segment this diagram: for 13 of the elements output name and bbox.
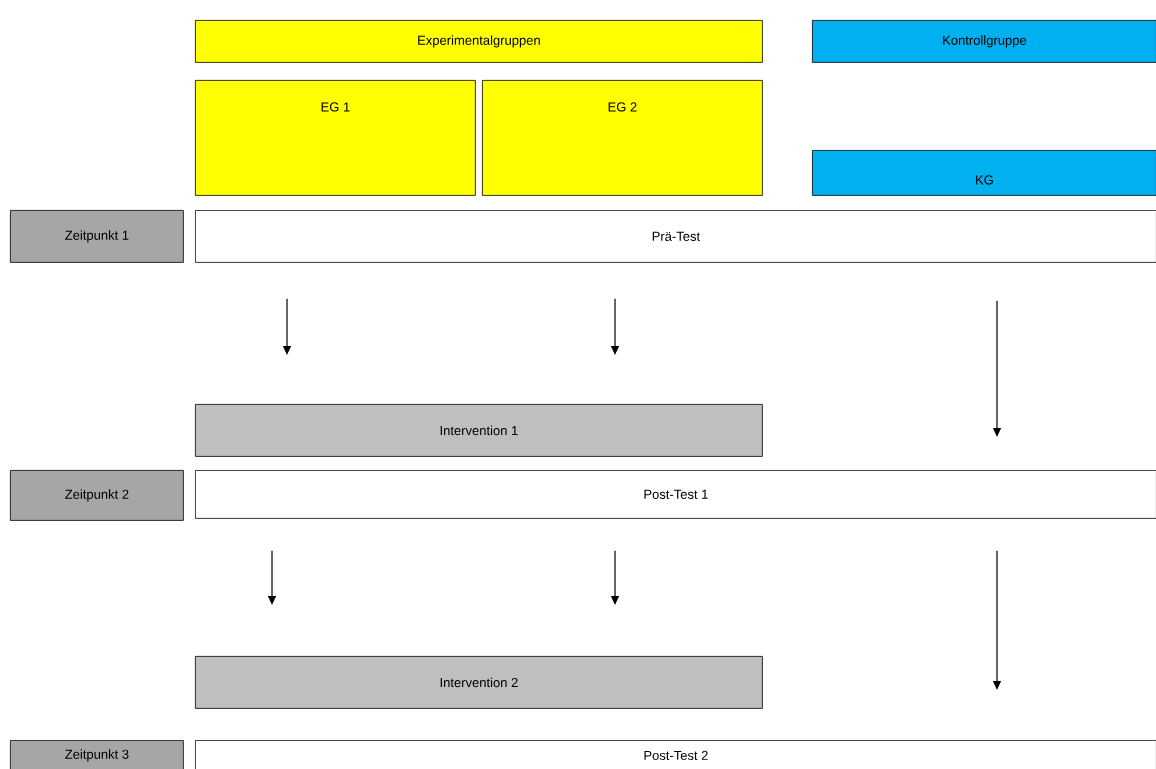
test-box: Post-Test 1 <box>195 470 1156 519</box>
time-point-box: Zeitpunkt 1 <box>10 210 184 263</box>
test-box: Prä-Test <box>195 210 1156 263</box>
group-header: Kontrollgruppe <box>812 20 1156 63</box>
time-point-box: Zeitpunkt 2 <box>10 470 184 521</box>
group-box: EG 2 <box>482 80 763 196</box>
test-box: Post-Test 2 <box>195 740 1156 769</box>
time-point-box: Zeitpunkt 3 <box>10 740 184 769</box>
group-box: KG <box>812 150 1156 196</box>
group-box: EG 1 <box>195 80 476 196</box>
group-header: Experimentalgruppen <box>195 20 763 63</box>
intervention-box: Intervention 2 <box>195 656 763 709</box>
intervention-box: Intervention 1 <box>195 404 763 457</box>
